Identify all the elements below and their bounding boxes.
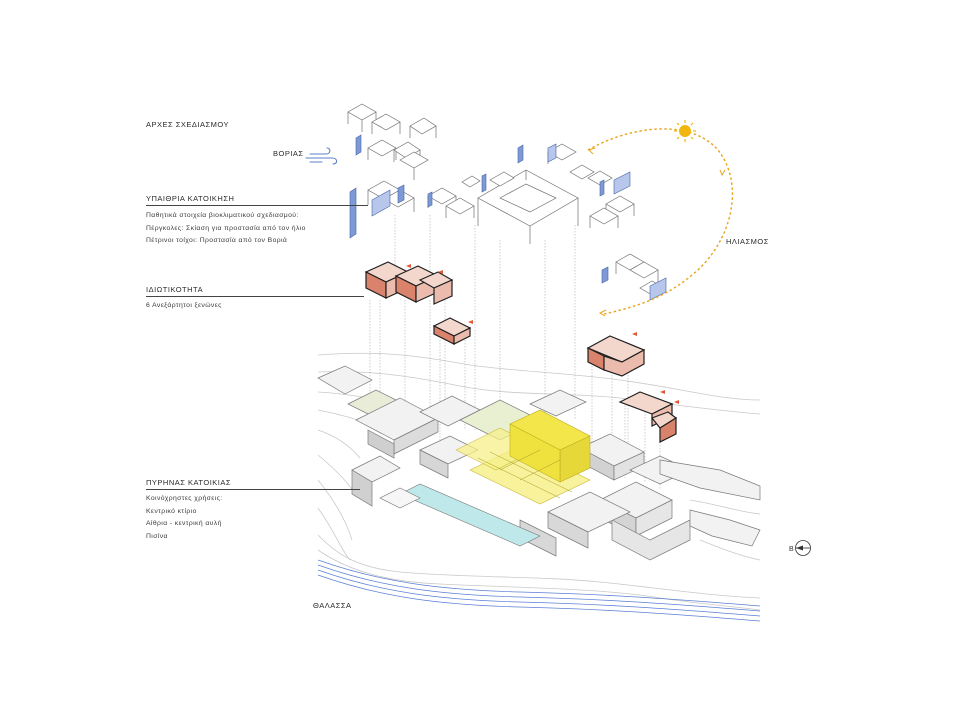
design-principles-heading: ΑΡΧΕΣ ΣΧΕΔΙΑΣΜΟΥ	[146, 120, 229, 129]
sunlight-label: ΗΛΙΑΣΜΟΣ	[726, 237, 769, 246]
outdoor-living-heading: ΥΠΑΙΘΡΙΑ ΚΑΤΟΙΚΗΣΗ	[146, 194, 235, 203]
svg-text:B: B	[789, 546, 794, 553]
core-item: Αίθρια - κεντρική αυλή	[146, 520, 222, 527]
north-wind-label: ΒΟΡΙΑΣ	[273, 149, 304, 158]
outdoor-living-item: Πέργκολες: Σκίαση για προστασία από τον …	[146, 224, 306, 232]
core-heading: ΠΥΡΗΝΑΣ ΚΑΤΟΙΚΙΑΣ	[146, 478, 232, 487]
core-list: Κοινόχρηστες χρήσεις: Κεντρικό κτίριο Αί…	[146, 493, 223, 543]
sun-path	[587, 128, 734, 317]
privacy-list: 6 Ανεξάρτητοι ξενώνες	[146, 300, 222, 313]
outdoor-living-list: Παθητικά στοιχεία βιοκλιματικού σχεδιασμ…	[146, 210, 306, 248]
sea-label: ΘΑΛΑΣΣΑ	[313, 601, 352, 610]
core-item: Πισίνα	[146, 532, 168, 540]
guest-room-flags	[406, 264, 679, 404]
privacy-heading: ΙΔΙΩΤΙΚΟΤΗΤΑ	[146, 285, 204, 294]
sun-icon	[674, 120, 696, 142]
privacy-rule	[146, 296, 364, 297]
pool	[379, 483, 541, 547]
north-arrow-icon: B	[789, 540, 811, 556]
sea-lines	[317, 559, 761, 622]
stone-walls-blue	[349, 134, 667, 301]
wind-icon	[305, 147, 338, 165]
privacy-item: 6 Ανεξάρτητοι ξενώνες	[146, 302, 222, 309]
outdoor-living-item: Πέτρινοι τοίχοι: Προστασία από τον Βοριά	[146, 237, 288, 244]
outdoor-living-item: Παθητικά στοιχεία βιοκλιματικού σχεδιασμ…	[146, 212, 299, 219]
core-rule	[146, 489, 360, 490]
outdoor-living-rule	[146, 205, 368, 206]
base-complex	[317, 365, 761, 561]
guest-rooms	[364, 261, 678, 443]
core-item: Κεντρικό κτίριο	[146, 507, 197, 515]
core-item: Κοινόχρηστες χρήσεις:	[146, 495, 223, 502]
core-highlight	[455, 409, 591, 505]
